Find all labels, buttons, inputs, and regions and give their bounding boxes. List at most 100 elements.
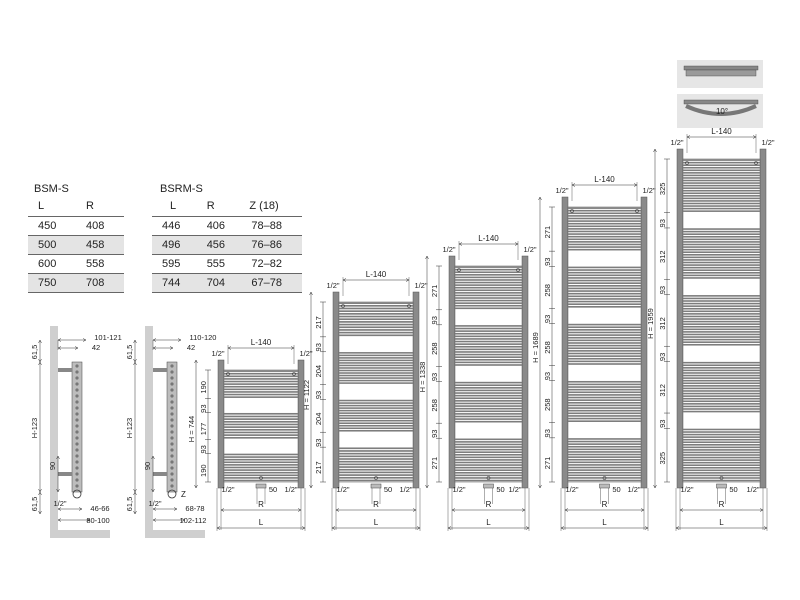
heating-rail xyxy=(339,452,413,455)
heating-rail xyxy=(683,197,760,200)
heating-rail xyxy=(683,238,760,241)
heating-rail xyxy=(683,479,760,482)
segment-dimension: 258 xyxy=(543,341,552,354)
rail-section xyxy=(75,430,79,434)
heating-rail xyxy=(683,202,760,205)
segment-dimension: 93 xyxy=(543,315,552,323)
arrow-head xyxy=(309,484,313,489)
rail-section xyxy=(170,448,174,452)
table-cell: 67–78 xyxy=(241,273,302,293)
heating-rail xyxy=(683,466,760,469)
pipe-height-label: 90 xyxy=(143,462,152,470)
heating-rail xyxy=(339,414,413,417)
heating-rail xyxy=(568,399,641,401)
segment-dimension: 93 xyxy=(199,445,208,453)
arrow-head xyxy=(177,338,182,342)
segment-dimension: 93 xyxy=(430,316,439,324)
l-label: L xyxy=(259,518,264,527)
heating-rail xyxy=(339,352,413,354)
radiator-body xyxy=(682,158,761,483)
heating-rail xyxy=(339,372,413,374)
heating-rail xyxy=(455,307,522,310)
heating-rail xyxy=(339,471,413,474)
heating-rail xyxy=(455,358,522,361)
rail-section xyxy=(75,394,79,398)
arrow-head xyxy=(679,508,684,512)
heating-rail xyxy=(455,266,522,268)
heating-rail xyxy=(339,412,413,414)
heating-rail xyxy=(455,464,522,466)
mounting-hole xyxy=(486,476,491,480)
heating-rail xyxy=(568,464,641,466)
thread-label: 1/2" xyxy=(642,186,655,195)
heating-rail xyxy=(568,225,641,228)
valve-connection xyxy=(167,489,177,499)
arrow-head xyxy=(644,526,649,530)
heating-rail xyxy=(339,417,413,419)
heating-rail xyxy=(339,458,413,460)
table-cell: 456 xyxy=(196,235,242,255)
arrow-head xyxy=(56,455,60,460)
heating-rail xyxy=(339,430,413,432)
heating-rail xyxy=(568,404,641,407)
heating-rail xyxy=(224,415,298,418)
segment-dimension: 312 xyxy=(658,384,667,397)
mounting-hole xyxy=(457,268,461,272)
heating-rail xyxy=(224,464,298,466)
heating-rail xyxy=(568,329,641,331)
heating-rail xyxy=(568,383,641,386)
arrow-head xyxy=(173,507,178,511)
rail-section xyxy=(75,454,79,458)
heating-rail xyxy=(224,458,298,461)
rail-section xyxy=(170,478,174,482)
rail-section xyxy=(75,376,79,380)
heating-rail xyxy=(683,395,760,397)
heating-rail xyxy=(568,350,641,352)
heating-rail xyxy=(683,266,760,269)
rail-section xyxy=(170,400,174,404)
arrow-head xyxy=(38,361,42,366)
heating-rail xyxy=(224,375,298,378)
heating-rail xyxy=(224,396,298,398)
heating-rail xyxy=(683,341,760,343)
rail-section xyxy=(75,406,79,410)
arrow-head xyxy=(181,518,186,522)
heating-rail xyxy=(683,210,760,212)
heating-rail xyxy=(568,243,641,246)
right-collector-tube xyxy=(297,359,305,489)
heating-rail xyxy=(683,433,760,436)
wall-section xyxy=(50,326,58,538)
mounting-hole xyxy=(635,209,639,213)
heating-rail xyxy=(224,436,298,439)
mounting-hole xyxy=(341,304,345,308)
heating-rail xyxy=(683,172,760,174)
arrow-head xyxy=(297,508,302,512)
heating-rail xyxy=(683,474,760,477)
segment-dimension: 177 xyxy=(199,423,208,436)
arrow-head xyxy=(331,526,336,530)
curved-radiator-profile xyxy=(685,104,757,116)
heating-rail xyxy=(683,469,760,472)
heating-rail xyxy=(683,361,760,364)
rail-section xyxy=(75,382,79,386)
heating-rail xyxy=(224,383,298,385)
heating-rail xyxy=(568,303,641,306)
heating-rail xyxy=(683,310,760,313)
rail-section xyxy=(170,484,174,488)
thread-label: 1/2" xyxy=(399,485,412,494)
heating-rail xyxy=(455,274,522,276)
heating-rail xyxy=(339,450,413,452)
heating-rail xyxy=(568,477,641,479)
heating-rail xyxy=(339,419,413,422)
heating-rail xyxy=(455,332,522,335)
heating-rail xyxy=(568,235,641,238)
heating-rail xyxy=(568,461,641,464)
rail-section xyxy=(75,478,79,482)
arrow-head xyxy=(38,339,42,344)
heating-rail xyxy=(339,476,413,479)
top-views: 10° xyxy=(677,60,763,128)
arrow-head xyxy=(152,346,157,350)
